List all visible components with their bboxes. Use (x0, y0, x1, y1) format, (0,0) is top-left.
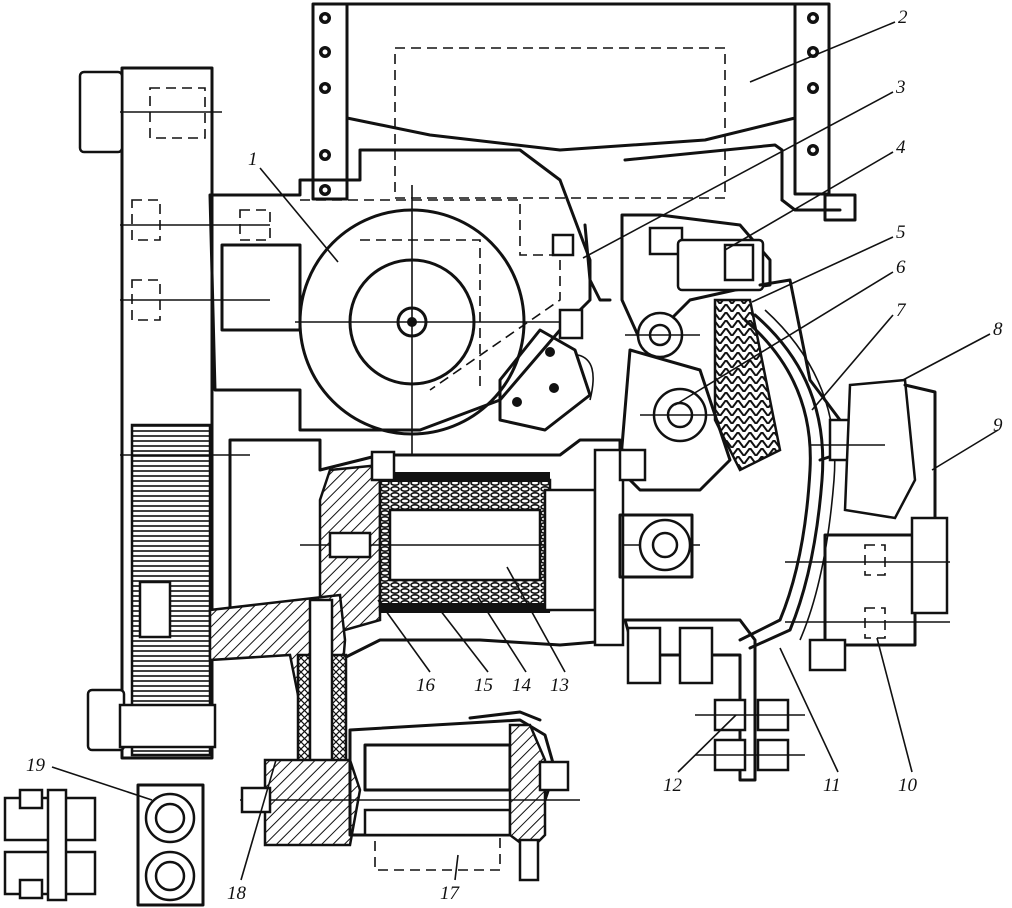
rod-lever (498, 223, 612, 432)
solenoid-housing (228, 438, 700, 662)
callout-6: 6 (896, 257, 906, 278)
callout-19: 19 (26, 755, 45, 776)
callout-16: 16 (416, 675, 435, 696)
callout-17: 17 (440, 883, 459, 904)
right-terminal (785, 516, 950, 672)
leader-lines (51, 21, 999, 881)
callout-2: 2 (898, 7, 908, 28)
callout-7: 7 (896, 300, 906, 321)
callout-9: 9 (993, 415, 1003, 436)
callout-11: 11 (823, 775, 841, 796)
callout-8: 8 (993, 319, 1003, 340)
main-busbar (78, 66, 270, 760)
magnet-core-frame (311, 2, 857, 222)
callout-12: 12 (663, 775, 682, 796)
callout-4: 4 (896, 137, 906, 158)
callout-18: 18 (227, 883, 246, 904)
callout-15: 15 (474, 675, 493, 696)
callout-14: 14 (512, 675, 531, 696)
terminal-block (3, 783, 205, 907)
dashpot-assembly (240, 710, 580, 882)
callout-3: 3 (896, 77, 906, 98)
bottom-terminal (623, 618, 805, 782)
lower-stand (208, 593, 348, 787)
callout-5: 5 (896, 222, 906, 243)
armature-body (208, 148, 592, 455)
insulator-assembly (758, 278, 937, 522)
callout-1: 1 (248, 149, 258, 170)
contact-assembly (618, 213, 836, 650)
callout-10: 10 (898, 775, 917, 796)
callout-13: 13 (550, 675, 569, 696)
